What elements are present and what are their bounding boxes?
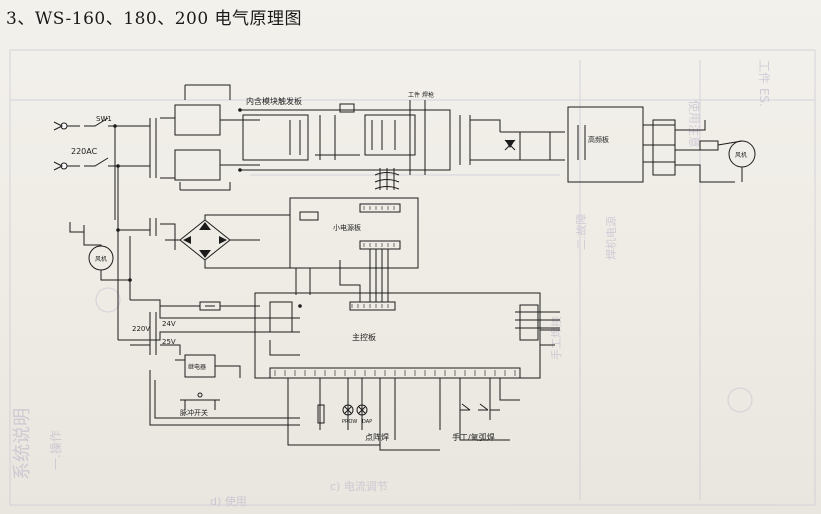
label-small-power-board: 小电源板: [333, 223, 361, 232]
bleed-through-lines: [9, 49, 816, 506]
ghost-text-4: 焊机电源: [604, 216, 618, 260]
bleed-through-text: 系统说明 一.操作 二.故障 焊机电源 使用注意 工件 ES. 手工焊接 c) …: [12, 60, 771, 508]
label-24v: 24V: [162, 320, 176, 328]
label-work: 工件: [408, 91, 420, 99]
label-manual-arc: 手工/氩弧焊: [452, 432, 495, 442]
ghost-text-5: 使用注意: [687, 100, 702, 148]
page-title: 3、WS-160、180、200 电气原理图: [6, 9, 303, 29]
ghost-text-2: 一.操作: [48, 430, 63, 470]
label-sw1: SW1: [96, 115, 112, 123]
label-220ac: 220AC: [71, 147, 98, 156]
ghost-text-3: 二.故障: [574, 214, 588, 251]
ghost-text-9: d) 使用: [210, 495, 247, 508]
label-relay: 继电器: [188, 363, 206, 371]
ghost-text-1: 系统说明: [12, 408, 33, 480]
ghost-text-7: 手工焊接: [549, 316, 563, 360]
label-torch: 焊枪: [422, 91, 434, 99]
input-terminals: [53, 121, 68, 171]
diagram-labels: 220AC SW1 内含模块触发板 小电源板 主控板 继电器 脉冲开关 点阵焊 …: [71, 91, 747, 442]
label-prow: PROW: [342, 419, 357, 425]
label-motor: 风机: [735, 151, 747, 159]
label-dap: DAP: [362, 419, 372, 425]
pcb-pin-rows: [274, 206, 516, 376]
label-start-switch: 脉冲开关: [180, 408, 208, 417]
label-25v: 25V: [162, 338, 176, 346]
label-hf-board: 高频板: [588, 135, 609, 144]
wiring: [64, 84, 756, 451]
component-marks: [113, 108, 515, 308]
ghost-text-8: c) 电流调节: [330, 479, 388, 493]
label-main-board: 主控板: [352, 332, 376, 342]
label-inverter-board: 内含模块触发板: [246, 96, 302, 106]
label-220v: 220V: [132, 325, 150, 333]
label-fan: 风机: [95, 255, 107, 263]
ghost-text-6: 工件 ES.: [757, 60, 771, 107]
label-gas-weld: 点阵焊: [365, 432, 389, 442]
